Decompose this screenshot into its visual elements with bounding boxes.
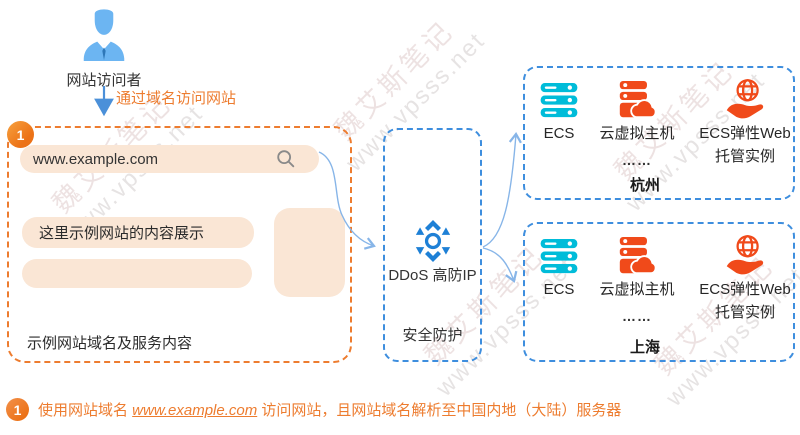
website-box-caption: 示例网站域名及服务内容 [27,335,193,352]
region-name: 上海 [629,339,660,356]
more-services-ellipsis: …… [622,152,652,168]
region-box-hangzhou: ECS 云虚拟主机 [523,66,795,200]
web-hosting-hand-globe-icon [684,235,800,275]
service-web-hosting: ECS弹性Web 托管实例 [684,79,800,165]
cloud-virtual-host-icon [582,235,692,275]
service-label: ECS弹性Web [699,125,791,142]
service-ecs: ECS [534,235,584,304]
browser-address-bar[interactable]: www.example.com [20,145,319,173]
service-label-2: 托管实例 [714,304,775,321]
visitor-label: 网站访问者 [66,72,142,89]
web-hosting-hand-globe-icon [684,79,800,119]
website-visitor: 网站访问者 [58,6,150,90]
search-icon[interactable] [275,148,297,170]
domain-access-label: 通过域名访问网站 [116,90,237,107]
person-icon [77,9,131,66]
step-1-badge: 1 [7,121,34,148]
content-placeholder-text: 这里示例网站的内容展示 [39,225,205,242]
anti-ddos-icon [410,218,456,269]
cloud-virtual-host-icon [582,79,692,119]
footnote-text: 使用网站域名 www.example.com 访问网站，且网站域名解析至中国内地… [38,399,621,420]
footnote-text-after: 访问网站，且网站域名解析至中国内地（大陆）服务器 [257,402,622,419]
service-label: 云虚拟主机 [599,125,675,142]
content-placeholder-row-empty [22,259,252,288]
example-website-box: www.example.com 这里示例网站的内容展示 示例网站域名及服务内容 [7,126,352,363]
address-bar-url: www.example.com [33,150,159,168]
service-ecs: ECS [534,79,584,148]
service-label: 云虚拟主机 [599,281,675,298]
ddos-to-shanghai-arrow [482,247,518,283]
ddos-box-subtitle: 安全防护 [402,327,463,344]
ecs-server-icon [534,79,584,119]
service-cloud-virtual-host: 云虚拟主机 [582,79,692,148]
ecs-server-icon [534,235,584,275]
ddos-box-title: DDoS 高防IP [388,267,477,284]
service-label-2: 托管实例 [714,148,775,165]
footnote-step-badge: 1 [6,398,29,421]
footnote: 1 使用网站域名 www.example.com 访问网站，且网站域名解析至中国… [6,398,621,421]
more-services-ellipsis: …… [622,308,652,324]
service-label: ECS弹性Web [699,281,791,298]
footnote-text-before: 使用网站域名 [38,402,133,419]
service-label: ECS [543,281,575,298]
region-box-shanghai: ECS 云虚拟主机 [523,222,795,362]
content-placeholder-block [274,208,345,297]
service-web-hosting: ECS弹性Web 托管实例 [684,235,800,321]
footnote-example-link[interactable]: www.example.com [132,402,258,419]
service-label: ECS [543,125,575,142]
region-name: 杭州 [629,177,660,194]
ddos-protection-box: DDoS 高防IP 安全防护 [383,128,482,362]
content-placeholder-row: 这里示例网站的内容展示 [22,217,254,248]
service-cloud-virtual-host: 云虚拟主机 [582,235,692,304]
